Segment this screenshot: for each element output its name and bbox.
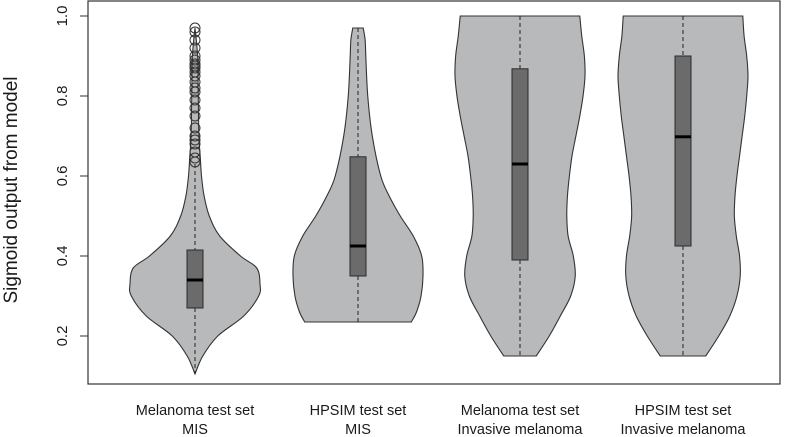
y-axis: 0.2 0.4 0.6 0.8 1.0 [54, 6, 89, 347]
y-tick-label: 0.8 [54, 86, 71, 107]
x-tick-label-line2: Invasive melanoma [621, 422, 747, 437]
x-tick-label-line1: HPSIM test set [635, 403, 732, 419]
y-tick-label: 0.4 [54, 246, 71, 267]
outlier-point [189, 26, 201, 38]
outlier-point [189, 42, 201, 54]
outlier-point [189, 130, 201, 142]
y-axis-label: Sigmoid output from model [1, 76, 22, 303]
outlier-point [189, 102, 201, 114]
outlier-point [189, 152, 201, 164]
x-tick-label-line1: HPSIM test set [310, 403, 407, 419]
outlier-point [189, 34, 201, 46]
outlier-point [189, 58, 201, 70]
outlier-point [189, 22, 201, 34]
violin-group-2 [292, 27, 424, 323]
outlier-point [189, 110, 201, 122]
violin-group-3 [454, 15, 586, 357]
iqr-box [674, 55, 692, 247]
iqr-box [349, 156, 367, 277]
outlier-point [189, 134, 201, 146]
outlier-point [189, 50, 201, 62]
x-tick-label-line1: Melanoma test set [136, 403, 254, 419]
violins [128, 15, 749, 376]
outlier-point [189, 54, 201, 66]
x-tick-label-line2: MIS [182, 422, 208, 437]
y-tick-label: 0.2 [54, 326, 71, 347]
x-tick-label-line2: Invasive melanoma [458, 422, 584, 437]
y-tick-label: 1.0 [54, 6, 71, 27]
outlier-point [189, 138, 201, 150]
outlier-point [189, 94, 201, 106]
outlier-point [189, 82, 201, 94]
outlier-point [189, 146, 201, 158]
y-tick-label: 0.6 [54, 166, 71, 187]
x-tick-label-line2: MIS [345, 422, 371, 437]
x-tick-label-line1: Melanoma test set [461, 403, 579, 419]
violin-group-1 [128, 22, 262, 376]
violin-group-4 [617, 15, 749, 357]
outlier-point [189, 66, 201, 78]
outlier-point [189, 122, 201, 134]
